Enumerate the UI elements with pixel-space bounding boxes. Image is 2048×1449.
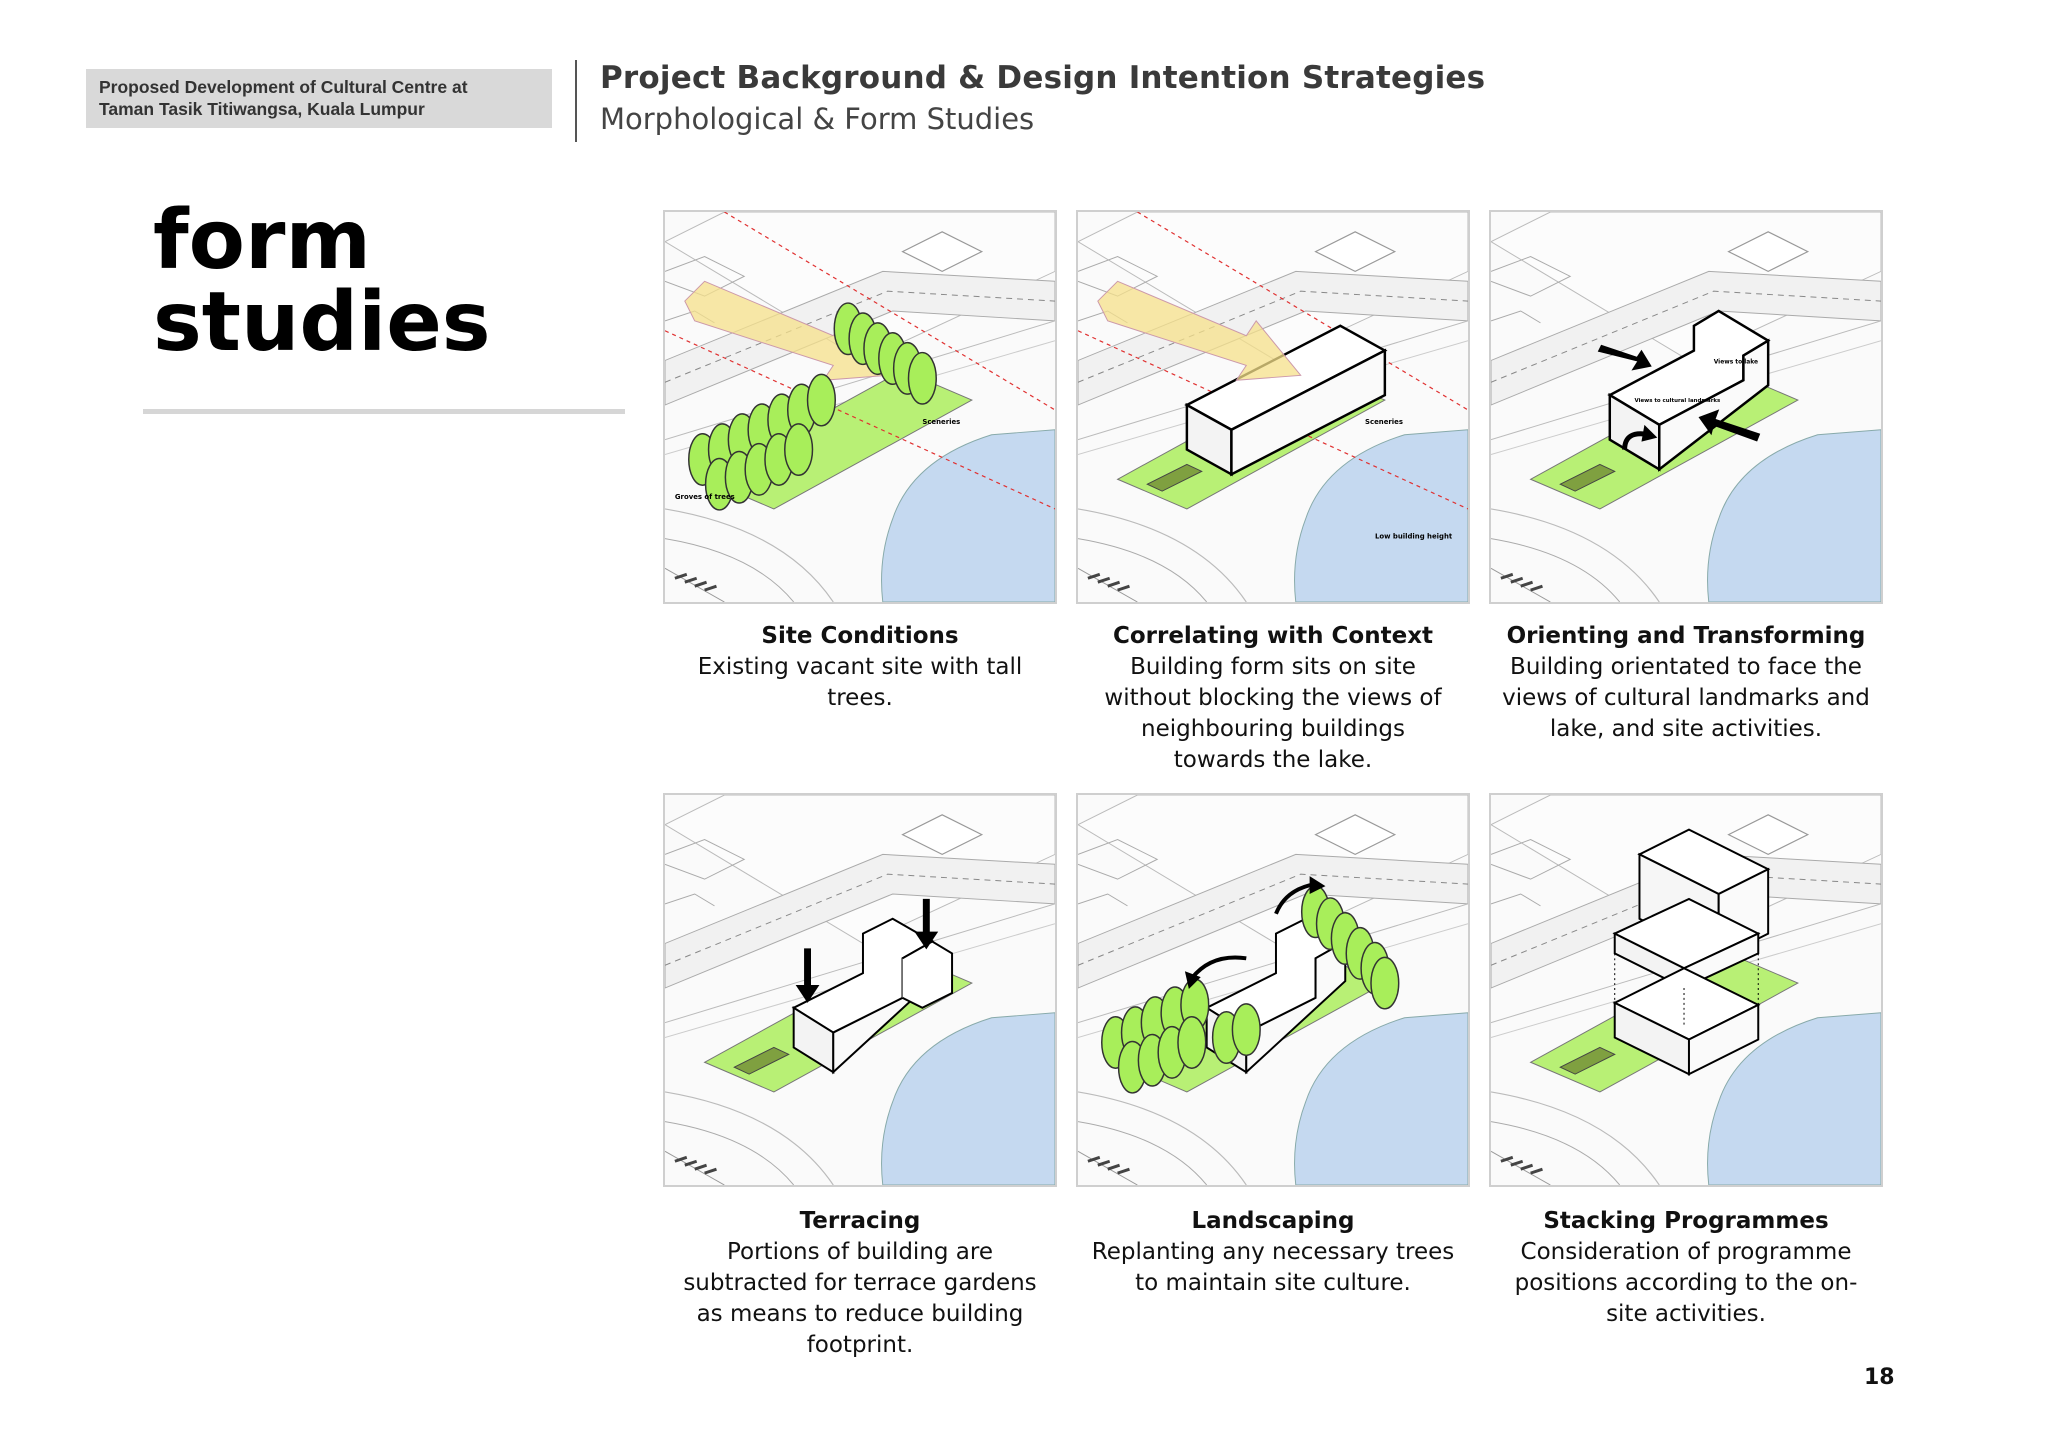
title-rule xyxy=(143,409,625,414)
panel-landscaping xyxy=(1076,793,1470,1187)
orienting-transforming-diagram: Views to lake Views to cultural landmark… xyxy=(1491,212,1881,602)
caption-description: Consideration of programme positions acc… xyxy=(1514,1239,1858,1327)
caption-description: Replanting any necessary trees to mainta… xyxy=(1091,1239,1455,1296)
caption-terracing: Terracing Portions of building are subtr… xyxy=(660,1206,1060,1361)
building-mass xyxy=(1184,324,1388,477)
caption-description: Building orientated to face the views of… xyxy=(1502,654,1870,742)
stacked-building xyxy=(1612,828,1771,1076)
label-low-height: Low building height xyxy=(1375,533,1453,541)
caption-site-conditions: Site Conditions Existing vacant site wit… xyxy=(660,621,1060,714)
caption-stacking-programmes: Stacking Programmes Consideration of pro… xyxy=(1486,1206,1886,1330)
label-sceneries: Sceneries xyxy=(922,418,960,426)
panel-orienting-transforming: Views to lake Views to cultural landmark… xyxy=(1489,210,1883,604)
caption-correlating-context: Correlating with Context Building form s… xyxy=(1073,621,1473,776)
building-mass xyxy=(791,917,954,1075)
caption-title: Correlating with Context xyxy=(1112,623,1434,649)
correlating-context-diagram: Sceneries Low building height xyxy=(1078,212,1468,602)
project-label-line2: Taman Tasik Titiwangsa, Kuala Lumpur xyxy=(99,99,425,119)
caption-orienting-transforming: Orienting and Transforming Building orie… xyxy=(1486,621,1886,745)
panel-correlating-context: Sceneries Low building height xyxy=(1076,210,1470,604)
section-title-line1: form xyxy=(153,193,371,288)
label-groves: Groves of trees xyxy=(675,493,735,501)
caption-title: Terracing xyxy=(799,1208,921,1234)
caption-landscaping: Landscaping Replanting any necessary tre… xyxy=(1073,1206,1473,1299)
caption-title: Orienting and Transforming xyxy=(1506,623,1866,649)
building-mass xyxy=(1607,309,1771,472)
project-label-line1: Proposed Development of Cultural Centre … xyxy=(99,77,468,97)
panel-site-conditions: Sceneries Groves of trees xyxy=(663,210,1057,604)
site-conditions-diagram: Sceneries Groves of trees xyxy=(665,212,1055,602)
label-sceneries: Sceneries xyxy=(1365,418,1403,426)
caption-title: Landscaping xyxy=(1191,1208,1355,1234)
stacking-programmes-diagram xyxy=(1491,795,1881,1185)
caption-title: Stacking Programmes xyxy=(1543,1208,1829,1234)
caption-description: Portions of building are subtracted for … xyxy=(683,1239,1037,1358)
caption-description: Existing vacant site with tall trees. xyxy=(697,654,1023,711)
panel-stacking-programmes xyxy=(1489,793,1883,1187)
caption-description: Building form sits on site without block… xyxy=(1104,654,1442,773)
landscaping-diagram xyxy=(1078,795,1468,1185)
label-views-landmarks: Views to cultural landmarks xyxy=(1635,398,1721,404)
section-title-line2: studies xyxy=(153,275,491,370)
caption-title: Site Conditions xyxy=(761,623,959,649)
header-subtitle: Morphological & Form Studies xyxy=(600,102,1035,136)
header-title: Project Background & Design Intention St… xyxy=(600,60,1486,96)
project-label: Proposed Development of Cultural Centre … xyxy=(86,69,552,128)
terracing-diagram xyxy=(665,795,1055,1185)
panel-terracing xyxy=(663,793,1057,1187)
label-views-lake: Views to lake xyxy=(1714,358,1758,365)
page-number: 18 xyxy=(1864,1365,1895,1390)
section-title: form studies xyxy=(153,200,491,364)
header-divider xyxy=(575,60,577,142)
